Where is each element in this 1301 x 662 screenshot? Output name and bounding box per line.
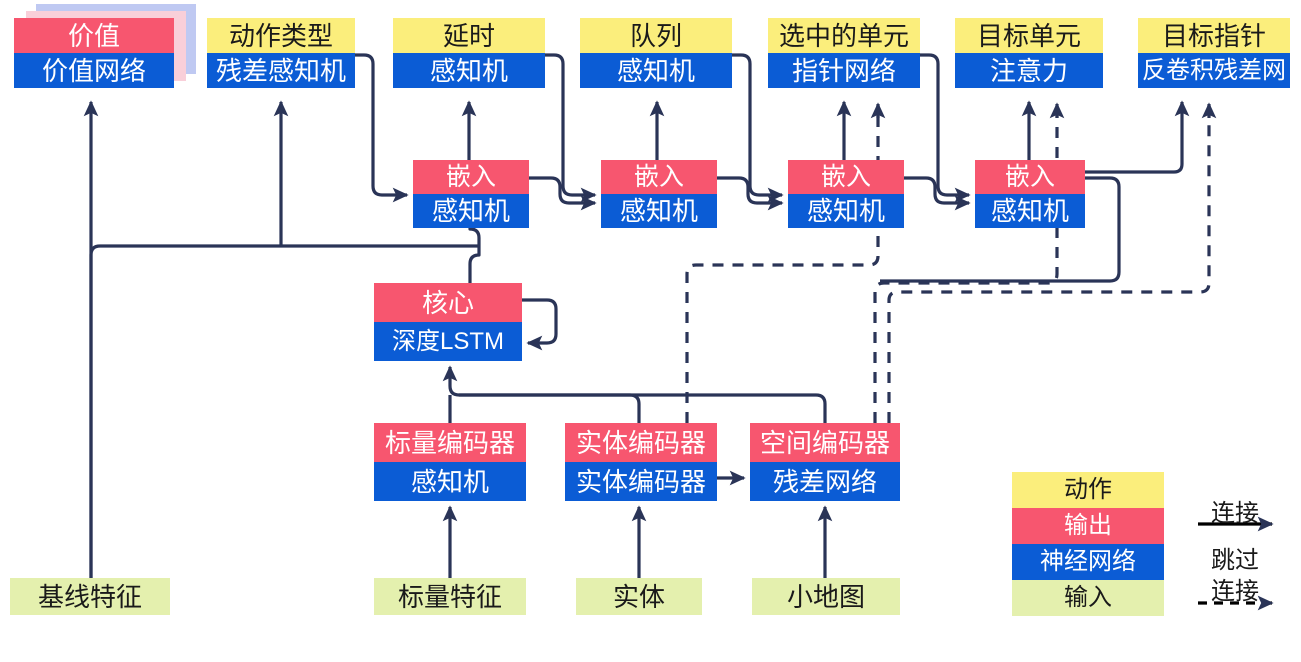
node-delay-top-label: 延时 [393, 18, 545, 53]
wire-core-self-loop [522, 298, 558, 351]
node-core[interactable]: 核心深度LSTM [374, 283, 522, 361]
node-core-bottom-label: 深度LSTM [374, 322, 522, 361]
node-target_point[interactable]: 目标指针反卷积残差网 [1138, 18, 1290, 88]
legend-swatch-output: 输出 [1012, 508, 1164, 544]
node-selected_units[interactable]: 选中的单元指针网络 [768, 18, 920, 88]
node-spatial_encoder-top-label: 空间编码器 [750, 423, 900, 462]
node-entities[interactable]: 实体 [576, 578, 702, 615]
node-spatial_encoder[interactable]: 空间编码器残差网络 [750, 423, 900, 501]
node-value-top-label: 价值 [14, 18, 174, 53]
node-embed1[interactable]: 嵌入感知机 [413, 160, 529, 228]
legend-swatch-action: 动作 [1012, 472, 1164, 508]
node-entities-top-label: 实体 [576, 578, 702, 615]
skip-spatial-encoder-to-target-point [887, 105, 1211, 423]
node-scalar_encoder[interactable]: 标量编码器感知机 [374, 423, 526, 501]
node-delay-bottom-label: 感知机 [393, 53, 545, 88]
wire-action-type-to-embed1 [355, 53, 409, 203]
node-action_type-top-label: 动作类型 [207, 18, 355, 53]
node-selected_units-top-label: 选中的单元 [768, 18, 920, 53]
node-embed1-top-label: 嵌入 [413, 160, 529, 194]
node-embed4-top-label: 嵌入 [975, 160, 1085, 194]
node-action_type[interactable]: 动作类型残差感知机 [207, 18, 355, 88]
node-entity_encoder[interactable]: 实体编码器实体编码器 [565, 423, 717, 501]
node-target_unit-bottom-label: 注意力 [955, 53, 1103, 88]
node-target_point-top-label: 目标指针 [1138, 18, 1290, 53]
wire-core-output-trunk [468, 246, 481, 283]
wire-core-to-embed1 [462, 211, 481, 246]
node-queue[interactable]: 队列感知机 [580, 18, 732, 88]
legend-swatch-input: 输入 [1012, 580, 1164, 616]
node-scalar_features-top-label: 标量特征 [374, 578, 526, 615]
node-minimap-top-label: 小地图 [752, 578, 900, 615]
node-selected_units-bottom-label: 指针网络 [768, 53, 920, 88]
wire-queue-to-embed3 [732, 53, 784, 203]
wire-core-to-embed3-left [880, 176, 1121, 283]
legend-label-skip-line2: 连接 [1211, 578, 1259, 605]
wire-delay-to-embed2 [545, 53, 597, 203]
node-baseline_features[interactable]: 基线特征 [10, 578, 170, 615]
node-embed2[interactable]: 嵌入感知机 [601, 160, 717, 228]
node-action_type-bottom-label: 残差感知机 [207, 53, 355, 88]
node-spatial_encoder-bottom-label: 残差网络 [750, 462, 900, 501]
node-entity_encoder-top-label: 实体编码器 [565, 423, 717, 462]
node-value[interactable]: 价值价值网络 [14, 18, 174, 88]
wire-selected-units-to-embed4 [920, 53, 971, 203]
node-embed3-bottom-label: 感知机 [788, 194, 904, 228]
wire-embed1-chain-embed2 [529, 176, 597, 211]
node-value-bottom-label: 价值网络 [14, 53, 174, 88]
node-minimap[interactable]: 小地图 [752, 578, 900, 615]
node-scalar_features[interactable]: 标量特征 [374, 578, 526, 615]
node-target_unit-top-label: 目标单元 [955, 18, 1103, 53]
skip-entity-encoder-to-selected-units [685, 105, 880, 423]
legend-swatch-network: 神经网络 [1012, 544, 1164, 580]
node-delay[interactable]: 延时感知机 [393, 18, 545, 88]
node-queue-bottom-label: 感知机 [580, 53, 732, 88]
node-target_point-bottom-label: 反卷积残差网 [1138, 53, 1290, 88]
wire-embed2-chain-embed3 [717, 176, 784, 211]
node-embed2-top-label: 嵌入 [601, 160, 717, 194]
legend-label-skip-line1: 跳过 [1211, 547, 1259, 574]
skip-spatial-encoder-to-target-unit [873, 105, 1059, 423]
wire-solid-to-target-point-feed [1085, 160, 1184, 174]
node-scalar_encoder-bottom-label: 感知机 [374, 462, 526, 501]
node-embed1-bottom-label: 感知机 [413, 194, 529, 228]
node-core-top-label: 核心 [374, 283, 522, 322]
legend-label-connect: 连接 [1211, 500, 1259, 527]
wire-entity-encoder-to-core [459, 393, 641, 423]
node-embed3[interactable]: 嵌入感知机 [788, 160, 904, 228]
node-baseline_features-top-label: 基线特征 [10, 578, 170, 615]
node-embed2-bottom-label: 感知机 [601, 194, 717, 228]
node-embed4-bottom-label: 感知机 [975, 194, 1085, 228]
wire-spatial-encoder-to-core [442, 365, 827, 423]
node-target_unit[interactable]: 目标单元注意力 [955, 18, 1103, 88]
node-queue-top-label: 队列 [580, 18, 732, 53]
node-entity_encoder-bottom-label: 实体编码器 [565, 462, 717, 501]
node-embed4[interactable]: 嵌入感知机 [975, 160, 1085, 228]
node-scalar_encoder-top-label: 标量编码器 [374, 423, 526, 462]
wire-embed3-chain-embed4 [904, 176, 971, 211]
node-embed3-top-label: 嵌入 [788, 160, 904, 194]
